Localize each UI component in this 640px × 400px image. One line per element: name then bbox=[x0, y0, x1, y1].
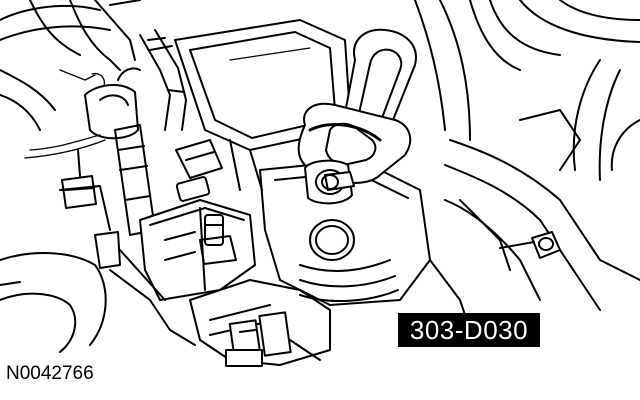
sensor-connector bbox=[24, 67, 141, 209]
upper-hose bbox=[139, 29, 187, 131]
lower-bracket bbox=[189, 279, 331, 367]
right-manifold bbox=[414, 0, 640, 331]
special-tool-lifting-eye bbox=[297, 28, 417, 184]
figure-id-label: N0042766 bbox=[6, 363, 94, 384]
upper-left-hoses bbox=[0, 0, 141, 131]
stud-bolt bbox=[304, 159, 355, 205]
vertical-pipe bbox=[59, 124, 156, 269]
lower-left-housing bbox=[0, 249, 196, 353]
valve-block bbox=[139, 139, 256, 301]
tool-code-label: 303-D030 bbox=[398, 313, 540, 347]
right-bolt bbox=[499, 231, 561, 259]
manifold-body bbox=[259, 159, 431, 306]
